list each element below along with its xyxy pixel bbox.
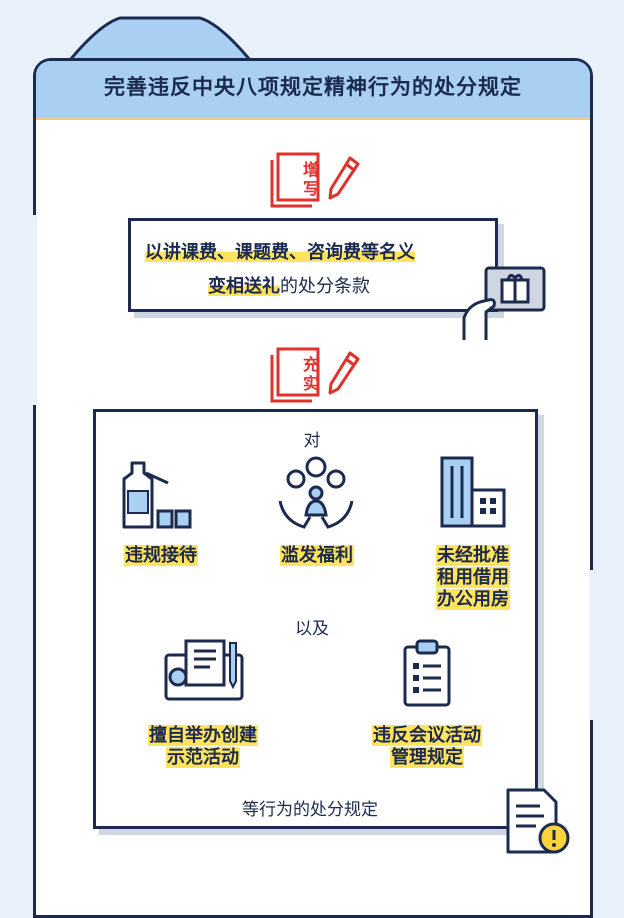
computer-document-icon [164,639,244,701]
tag-add-char-1: 增 [302,160,319,179]
office-building-icon [440,456,506,528]
liquor-cups-icon [122,461,192,529]
item-demonstration: 擅自举办创建 示范活动 [148,725,258,768]
add-clause-line1: 以讲课费、课题费、咨询费等名义 [145,242,415,263]
add-clause-line2: 变相送礼的处分条款 [208,272,370,298]
item-office: 未经批准 租用借用 办公用房 [436,545,510,610]
clipboard-checklist-icon [403,639,451,707]
connector-text: 以及 [295,619,329,639]
add-clause-box [128,218,498,312]
tag-fill-char-1: 充 [302,355,319,374]
left-stripe [33,215,37,405]
header-divider [36,117,590,120]
gift-card-hand-icon [462,266,546,340]
item-welfare: 滥发福利 [280,545,354,566]
item-reception: 违规接待 [124,545,198,566]
welfare-hands-icon [278,456,354,529]
add-clause-rest: 的处分条款 [280,276,370,297]
right-stripe [589,570,593,720]
pencil-icon [328,351,360,395]
pencil-icon [328,156,360,200]
tag-add-char-2: 写 [302,179,319,198]
folder-tab [66,16,254,62]
outro-text: 等行为的处分规定 [242,800,378,820]
add-clause-highlight: 变相送礼 [208,276,280,297]
warning-document-icon [506,788,570,854]
tag-frame-fill [270,347,320,403]
intro-text: 对 [303,431,321,451]
tag-fill-char-2: 实 [302,374,319,393]
tag-frame-add [270,152,320,208]
item-meetings: 违反会议活动 管理规定 [372,725,482,768]
page-title: 完善违反中央八项规定精神行为的处分规定 [104,75,522,99]
header-bar: 完善违反中央八项规定精神行为的处分规定 [36,61,590,120]
